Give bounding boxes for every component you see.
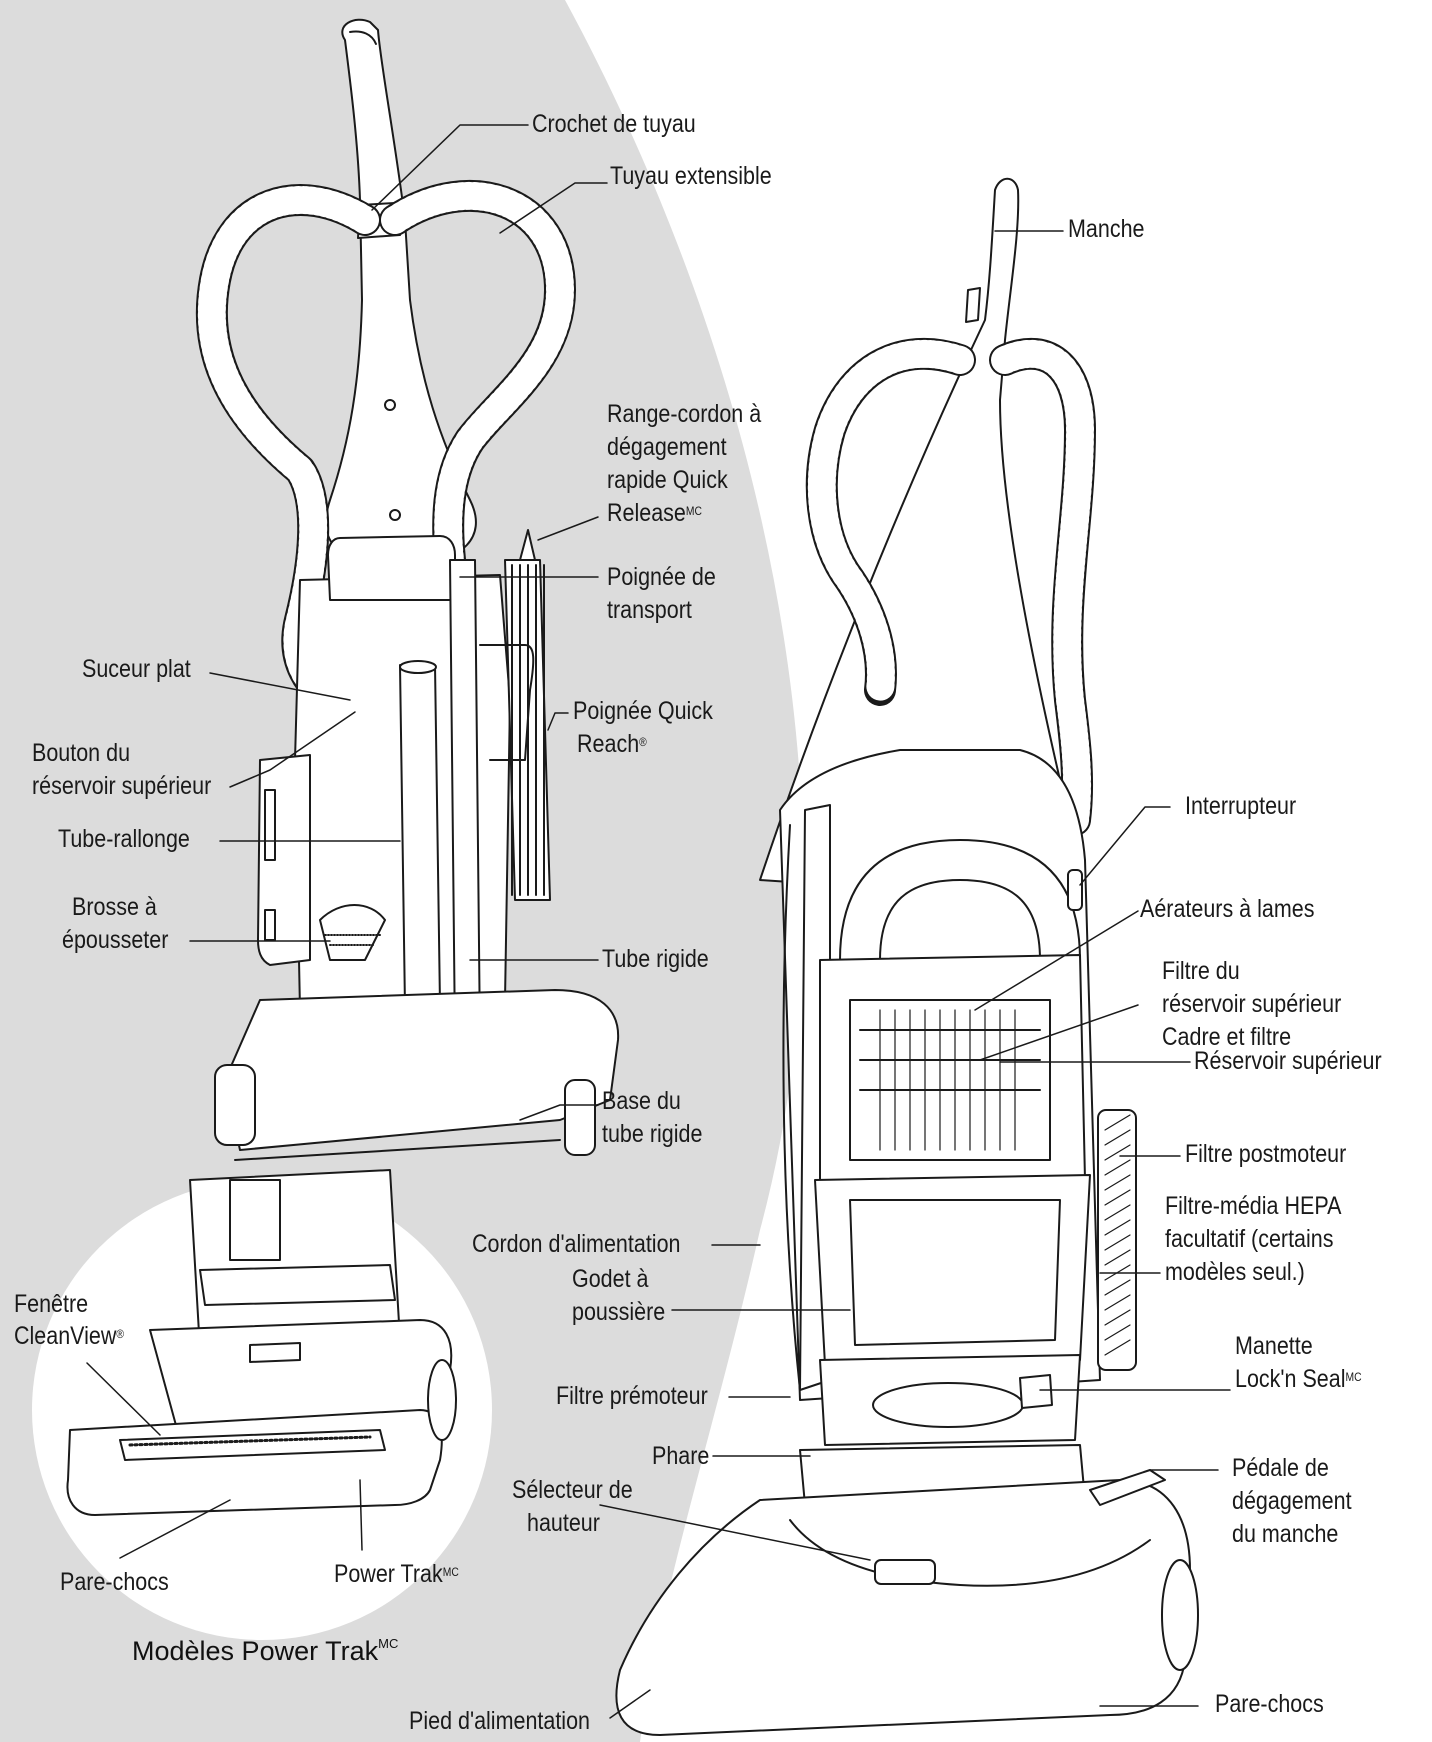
- left-vacuum: [195, 18, 620, 1161]
- label-power-trak-inset: Power TrakMC: [334, 1560, 459, 1588]
- label-range-cordon-line1: Range-cordon à: [607, 400, 762, 428]
- label-base-line1: Base du: [602, 1087, 681, 1115]
- label-cordon-alimentation: Cordon d'alimentation: [472, 1230, 681, 1258]
- left-rigid-tube: [449, 559, 481, 1041]
- label-tuyau-extensible: Tuyau extensible: [610, 162, 772, 190]
- label-fenetre-line1: Fenêtre: [14, 1290, 89, 1318]
- reg-mark: ®: [639, 735, 647, 749]
- label-filtre-reservoir-line3: Cadre et filtre: [1162, 1023, 1292, 1051]
- inset-caption: Modèles Power TrakMC: [132, 1636, 399, 1666]
- label-pedale-line2: dégagement: [1232, 1487, 1352, 1515]
- label-range-cordon-line4: ReleaseMC: [607, 499, 702, 527]
- mc-mark: MC: [685, 504, 702, 518]
- label-pedale-line3: du manche: [1232, 1520, 1339, 1548]
- inset-power-trak: [66, 1169, 457, 1516]
- label-selecteur-line1: Sélecteur de: [512, 1476, 633, 1504]
- label-filtre-premoteur: Filtre prémoteur: [556, 1382, 708, 1410]
- left-extension-tube: [399, 664, 441, 1009]
- label-aerateurs: Aérateurs à lames: [1140, 895, 1315, 923]
- label-range-cordon-line2: dégagement: [607, 433, 727, 461]
- leader-lines: [86, 124, 1231, 1719]
- label-poignee-transport-line2: transport: [607, 596, 692, 624]
- label-base-line2: tube rigide: [602, 1120, 703, 1148]
- label-godet-line2: poussière: [572, 1298, 666, 1326]
- label-hepa-line3: modèles seul.): [1165, 1258, 1305, 1286]
- label-poignee-transport-line1: Poignée de: [607, 563, 716, 591]
- label-godet-line1: Godet à: [572, 1265, 649, 1293]
- label-poignee-quick-reach-line1: Poignée Quick: [573, 697, 713, 725]
- label-range-cordon-line3: rapide Quick: [607, 466, 728, 494]
- label-interrupteur: Interrupteur: [1185, 792, 1297, 820]
- label-manette-line2: Lock'n SealMC: [1235, 1365, 1362, 1393]
- label-manette-line1: Manette: [1235, 1332, 1313, 1360]
- right-cup: [819, 954, 1086, 1186]
- label-hepa-line1: Filtre-média HEPA: [1165, 1192, 1342, 1220]
- label-pare-chocs-inset: Pare-chocs: [60, 1568, 169, 1596]
- label-brosse-line1: Brosse à: [72, 893, 157, 921]
- label-tube-rallonge: Tube-rallonge: [58, 825, 190, 853]
- label-filtre-reservoir-line1: Filtre du: [1162, 957, 1240, 985]
- label-poignee-quick-reach-line2: Reach®: [577, 730, 647, 758]
- label-fenetre-line2: CleanView®: [14, 1322, 124, 1350]
- label-pedale-line1: Pédale de: [1232, 1454, 1329, 1482]
- label-crochet-de-tuyau: Crochet de tuyau: [532, 110, 696, 138]
- right-power-foot: [615, 1479, 1191, 1736]
- label-filtre-postmoteur: Filtre postmoteur: [1185, 1140, 1347, 1168]
- mc-mark: MC: [1345, 1370, 1362, 1384]
- mc-mark: MC: [378, 1636, 399, 1651]
- reg-mark: ®: [116, 1327, 124, 1341]
- label-reservoir-superieur: Réservoir supérieur: [1194, 1047, 1382, 1075]
- right-vacuum: [615, 177, 1199, 1736]
- label-tube-rigide: Tube rigide: [602, 945, 709, 973]
- label-pied-alimentation: Pied d'alimentation: [409, 1707, 591, 1735]
- label-suceur-plat: Suceur plat: [82, 655, 191, 683]
- label-phare: Phare: [652, 1442, 710, 1470]
- label-bouton-line1: Bouton du: [32, 739, 131, 767]
- label-manche: Manche: [1068, 215, 1145, 243]
- label-selecteur-line2: hauteur: [527, 1509, 600, 1537]
- label-pare-chocs-main: Pare-chocs: [1215, 1690, 1324, 1718]
- mc-mark: MC: [442, 1565, 459, 1579]
- label-filtre-reservoir-line2: réservoir supérieur: [1162, 990, 1342, 1018]
- label-bouton-line2: réservoir supérieur: [32, 772, 212, 800]
- label-hepa-line2: facultatif (certains: [1165, 1225, 1334, 1253]
- label-brosse-line2: épousseter: [62, 926, 169, 954]
